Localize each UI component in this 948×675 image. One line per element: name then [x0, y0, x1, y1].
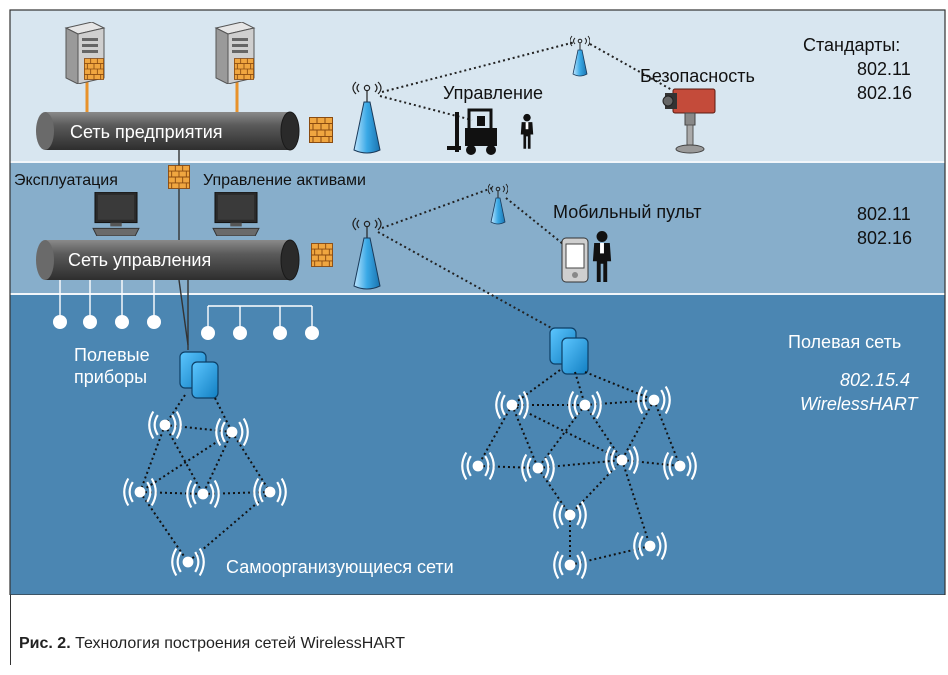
- mobile-console-label: Мобильный пульт: [553, 202, 701, 222]
- field-devices-label-line2: приборы: [74, 367, 147, 387]
- field-network-label: Полевая сеть: [788, 332, 901, 352]
- monitor-icon: [92, 192, 140, 236]
- camera-icon: [662, 88, 716, 154]
- field-device: [273, 326, 287, 340]
- field-device: [53, 315, 67, 329]
- caption-left-rule: [10, 595, 11, 665]
- standard-80211-mid: 802.11: [857, 204, 911, 224]
- field-device: [305, 326, 319, 340]
- enterprise-network-label: Сеть предприятия: [70, 122, 223, 142]
- field-zone: [10, 294, 945, 595]
- wirelesshart-diagram: Сеть предприятия Управление Безопасность…: [9, 9, 946, 595]
- standard-80216-top: 802.16: [857, 83, 912, 103]
- field-device: [147, 315, 161, 329]
- security-label: Безопасность: [640, 66, 755, 86]
- standards-title: Стандарты:: [803, 35, 900, 55]
- caption-text: Технология построения сетей WirelessHART: [75, 635, 406, 652]
- field-devices-label-line1: Полевые: [74, 345, 150, 365]
- operation-label: Эксплуатация: [14, 172, 118, 189]
- enterprise-network-pipe: Сеть предприятия: [36, 111, 300, 151]
- pda-icon: [561, 237, 589, 283]
- firewall-icon: [311, 243, 333, 267]
- standard-80211-top: 802.11: [857, 59, 911, 79]
- field-device: [115, 315, 129, 329]
- asset-management-label: Управление активами: [203, 172, 366, 189]
- monitor-icon: [212, 192, 260, 236]
- field-device: [83, 315, 97, 329]
- self-organizing-networks-label: Самоорганизующиеся сети: [226, 557, 454, 577]
- firewall-icon: [168, 165, 190, 189]
- standard-80216-mid: 802.16: [857, 228, 912, 248]
- figure-caption: Рис. 2. Технология построения сетей Wire…: [19, 635, 405, 653]
- standard-wirelesshart: WirelessHART: [800, 394, 920, 414]
- field-device: [233, 326, 247, 340]
- field-device-bus-left: [59, 280, 155, 320]
- firewall-icon: [309, 117, 333, 143]
- firewall-icon: [84, 58, 104, 80]
- control-label: Управление: [443, 83, 543, 103]
- firewall-icon: [234, 58, 254, 80]
- standard-802154: 802.15.4: [840, 370, 910, 390]
- caption-prefix: Рис. 2.: [19, 635, 71, 652]
- control-network-pipe: Сеть управления: [36, 239, 300, 281]
- control-network-label: Сеть управления: [68, 250, 211, 270]
- field-device: [201, 326, 215, 340]
- forklift-icon: [447, 108, 497, 155]
